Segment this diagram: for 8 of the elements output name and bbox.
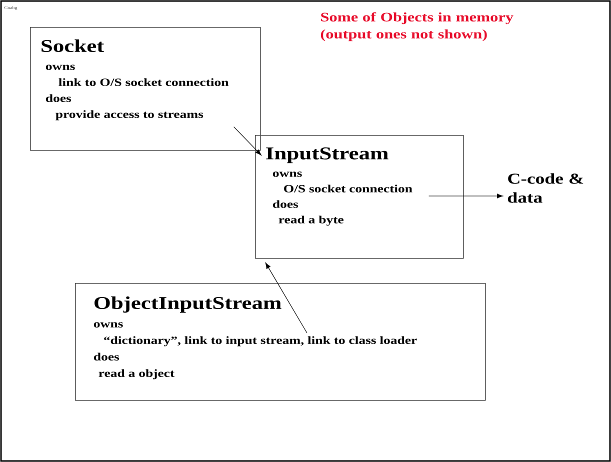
text-label: C-code & data: [508, 173, 584, 203]
arrow: [265, 262, 308, 334]
class-box: ObjectInputStream owns “dictionary”, link to input stream, link to class loader does read a object: [75, 283, 486, 401]
arrow: [428, 194, 503, 198]
class-box: Socket owns link to O/S socket connection does provide access to streams: [30, 27, 261, 151]
title: Some of Objects in memory (output ones not shown): [320, 12, 514, 42]
class-box: InputStream owns O/S socket connection does read a byte: [255, 135, 464, 259]
arrow: [234, 126, 262, 156]
